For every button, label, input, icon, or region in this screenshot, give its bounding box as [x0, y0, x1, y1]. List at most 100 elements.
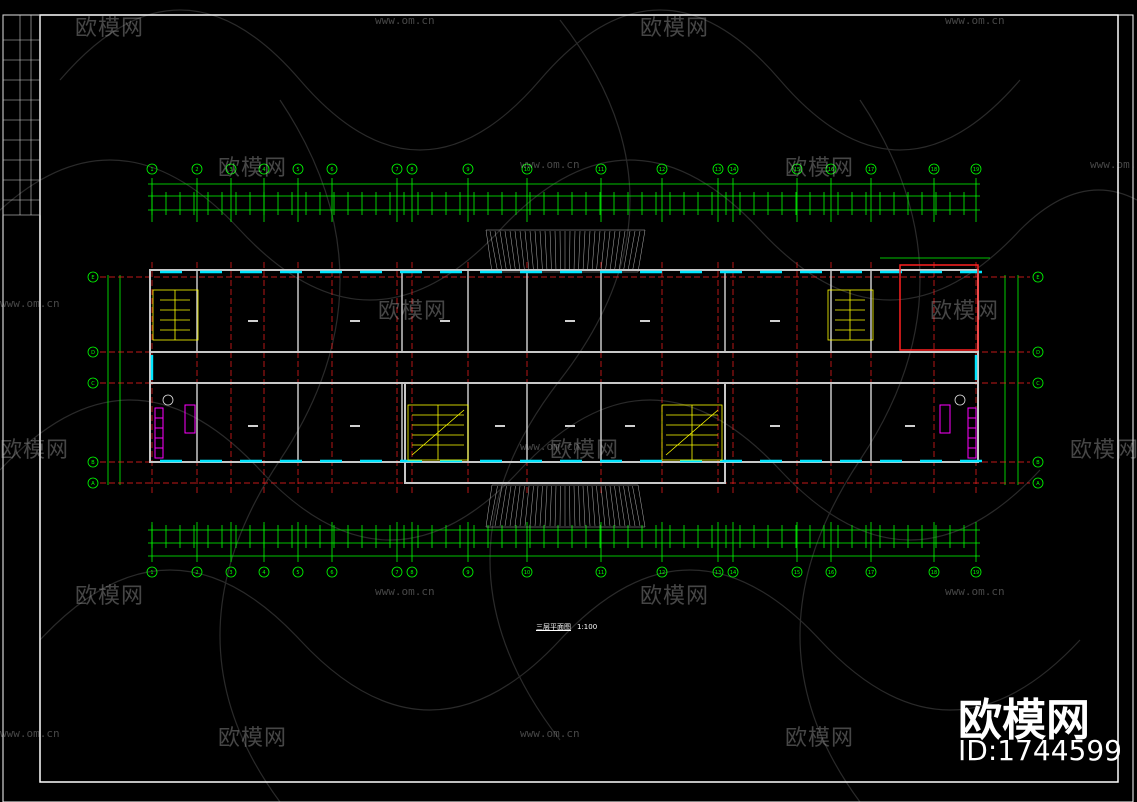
- axis-bubble-label: A: [1036, 481, 1040, 487]
- washbasins: [162, 394, 966, 406]
- axis-bubble-label: A: [91, 481, 95, 487]
- axis-bubble: [1032, 477, 1044, 489]
- axis-bubble: [87, 456, 99, 468]
- axis-bubble-label: 19: [973, 167, 979, 173]
- watermark-url: www.om.cn: [520, 440, 580, 453]
- watermark-brand: 欧模网: [218, 726, 288, 751]
- axis-bubble-label: 3: [229, 570, 232, 576]
- axis-bubble: [1032, 456, 1044, 468]
- watermark-url: www.om.cn: [520, 158, 580, 171]
- axis-bubble-label: D: [1036, 350, 1040, 356]
- axis-bubble: [87, 346, 99, 358]
- axis-bubble-label: 6: [330, 570, 333, 576]
- axis-bubble: [1032, 271, 1044, 283]
- axis-bubble-label: 14: [730, 167, 736, 173]
- axis-bubble-label: 9: [466, 570, 469, 576]
- watermark-brand: 欧模网: [75, 584, 145, 609]
- axis-bubble-label: 3: [229, 167, 232, 173]
- roof-ornament-bottom: [485, 484, 646, 528]
- axis-bubble-label: 17: [868, 167, 874, 173]
- axis-bubble: [191, 163, 203, 175]
- axis-bubble-label: 1: [150, 167, 153, 173]
- axis-bubble: [258, 566, 270, 578]
- axis-bubble-label: 13: [715, 570, 721, 576]
- drawing-title: 三层平面图 1:100: [536, 622, 597, 632]
- axis-bubble: [825, 566, 837, 578]
- top-dimension-lines: [107, 178, 1019, 485]
- axis-bubble-label: 15: [794, 570, 800, 576]
- drawing-title-text: 三层平面图: [536, 623, 571, 631]
- axis-bubble-label: 16: [828, 570, 834, 576]
- room-label-mark: [350, 320, 360, 322]
- watermark-url: www.om.cn: [0, 297, 60, 310]
- axis-bubble-label: 11: [598, 167, 604, 173]
- axis-bubble: [521, 566, 533, 578]
- axis-bubble: [928, 566, 940, 578]
- axis-bubble-label: 4: [262, 570, 265, 576]
- right-annex: [880, 257, 990, 351]
- axis-bubble-label: 5: [296, 570, 299, 576]
- axis-bubble: [225, 566, 237, 578]
- room-label-mark: [248, 425, 258, 427]
- watermark-brand: 欧模网: [785, 156, 855, 181]
- watermark-brand: 欧模网: [785, 726, 855, 751]
- axis-bubble-label: 8: [410, 167, 413, 173]
- watermark-brand: 欧模网: [0, 438, 70, 463]
- room-label-mark: [625, 425, 635, 427]
- axis-bubble-label: C: [91, 381, 95, 387]
- title-block-strip: [2, 14, 41, 216]
- watermark-url: www.om.cn: [945, 14, 1005, 27]
- axis-bubble-label: B: [1036, 460, 1040, 466]
- axis-bubble: [258, 163, 270, 175]
- axis-bubble: [1032, 377, 1044, 389]
- watermark-brand: 欧模网: [218, 156, 288, 181]
- window-openings: [150, 270, 982, 463]
- axis-bubble-label: 1: [150, 570, 153, 576]
- watermark-url: www.om.cn: [945, 585, 1005, 598]
- axis-bubble-label: B: [91, 460, 95, 466]
- room-label-mark: [495, 425, 505, 427]
- stair-right: [827, 289, 874, 341]
- axis-bubble-label: 18: [931, 167, 937, 173]
- axis-bubble-label: 6: [330, 167, 333, 173]
- axis-bubble: [146, 163, 158, 175]
- toilet-fixtures: [154, 404, 977, 459]
- axis-bubble: [656, 163, 668, 175]
- axis-bubble-label: 13: [715, 167, 721, 173]
- axis-bubble: [326, 163, 338, 175]
- axis-bubble-label: 11: [598, 570, 604, 576]
- axis-bubble-label: 15: [794, 167, 800, 173]
- axis-bubble-label: 8: [410, 570, 413, 576]
- stair-center-left: [407, 404, 469, 461]
- axis-bubble: [87, 377, 99, 389]
- axis-bubble: [791, 163, 803, 175]
- axis-bubble: [292, 163, 304, 175]
- watermark-url: www.om.cn: [375, 14, 435, 27]
- corner-brand-logo: 欧模网: [958, 695, 1090, 746]
- axis-bubble: [595, 566, 607, 578]
- room-label-mark: [440, 320, 450, 322]
- axis-bubble: [406, 163, 418, 175]
- axis-bubble: [191, 566, 203, 578]
- axis-bubble-label: 7: [395, 167, 398, 173]
- watermark-url: www.om.cn: [375, 585, 435, 598]
- watermark-url: www.om.cn: [520, 727, 580, 740]
- axis-bubble: [825, 163, 837, 175]
- room-label-mark: [565, 425, 575, 427]
- axis-bubble: [225, 163, 237, 175]
- axis-bubble: [727, 163, 739, 175]
- axis-bubble: [521, 163, 533, 175]
- axis-bubble-label: 18: [931, 570, 937, 576]
- axis-bubble: [146, 566, 158, 578]
- axis-bubble: [712, 163, 724, 175]
- axis-bubble: [595, 163, 607, 175]
- axis-bubble-label: 4: [262, 167, 265, 173]
- watermark-brand: 欧模网: [640, 584, 710, 609]
- axis-bubbles: 1122334455667788991010111112121313141415…: [87, 163, 1044, 578]
- drawing-scale-text: 1:100: [577, 623, 598, 631]
- axis-bubble-label: 17: [868, 570, 874, 576]
- axis-bubble: [928, 163, 940, 175]
- watermark-brand: 欧模网: [1070, 438, 1137, 463]
- bottom-dimension-lines: [148, 522, 980, 562]
- stair-left: [152, 289, 199, 341]
